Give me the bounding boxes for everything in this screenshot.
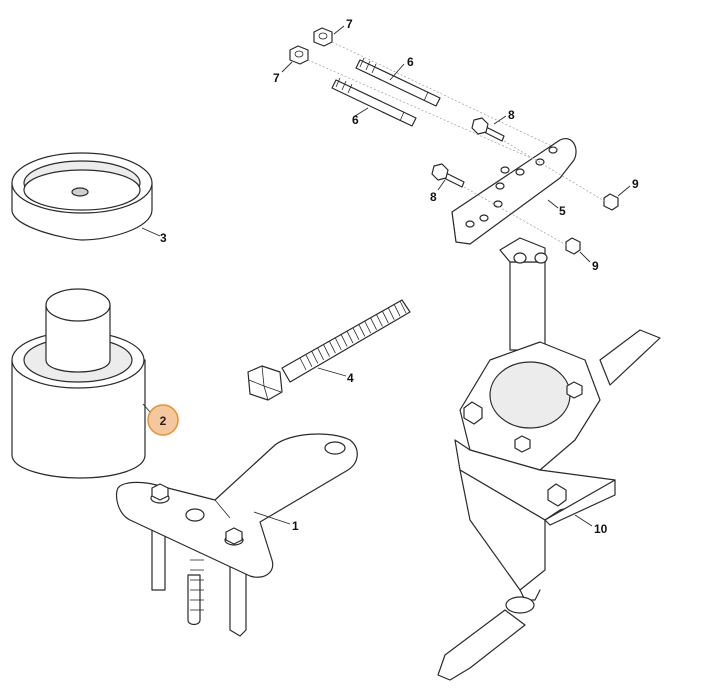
callout-7-upper[interactable]: 7	[346, 17, 353, 31]
bolt-thread	[364, 320, 372, 334]
bolt-thread	[381, 310, 389, 324]
callout-8-upper[interactable]: 8	[508, 108, 515, 122]
bolt-thread	[323, 344, 330, 357]
svg-text:2: 2	[160, 414, 167, 428]
part-1-puller	[115, 433, 358, 637]
leader-lines	[141, 25, 631, 527]
callout-7-lower[interactable]: 7	[273, 71, 280, 85]
bolt-thread	[387, 307, 395, 320]
callout-2-highlighted[interactable]: 2	[147, 404, 179, 436]
part-6-studs	[331, 57, 441, 127]
bolt-thread	[305, 354, 313, 367]
part-10-stand	[437, 237, 661, 681]
part-8-bolts	[431, 117, 505, 188]
bolt-thread	[334, 337, 342, 351]
callout-5[interactable]: 5	[559, 204, 566, 218]
callout-9-upper[interactable]: 9	[632, 177, 639, 191]
callout-labels: 1 3 4 5 6 6 7 7 8 8 9 9 10 2	[147, 17, 639, 536]
bolt-thread	[376, 314, 383, 327]
bolt-thread	[317, 347, 325, 361]
bolt-thread	[352, 327, 360, 341]
callout-8-lower[interactable]: 8	[430, 190, 437, 204]
bolt-thread	[329, 341, 336, 354]
callout-1[interactable]: 1	[292, 519, 299, 533]
bolt-thread	[311, 351, 319, 364]
bolt-thread	[370, 317, 377, 330]
bolt-thread	[340, 334, 348, 347]
callout-10[interactable]: 10	[594, 522, 608, 536]
part-7-nuts	[289, 27, 333, 65]
bolt-thread	[399, 300, 407, 314]
bolt-thread	[346, 330, 354, 344]
bolt-thread	[299, 357, 307, 371]
callout-4[interactable]: 4	[347, 371, 354, 385]
part-9-nuts	[565, 193, 619, 255]
part-2-cylinder	[11, 288, 146, 479]
callout-6-upper[interactable]: 6	[407, 55, 414, 69]
part-5-bracket	[451, 138, 577, 245]
callout-6-lower[interactable]: 6	[352, 113, 359, 127]
bolt-thread	[393, 304, 401, 317]
part-4-bolt	[247, 299, 411, 401]
callout-9-lower[interactable]: 9	[592, 259, 599, 273]
callout-3[interactable]: 3	[160, 231, 167, 245]
part-3-cup	[11, 152, 153, 241]
bolt-thread	[358, 324, 366, 337]
